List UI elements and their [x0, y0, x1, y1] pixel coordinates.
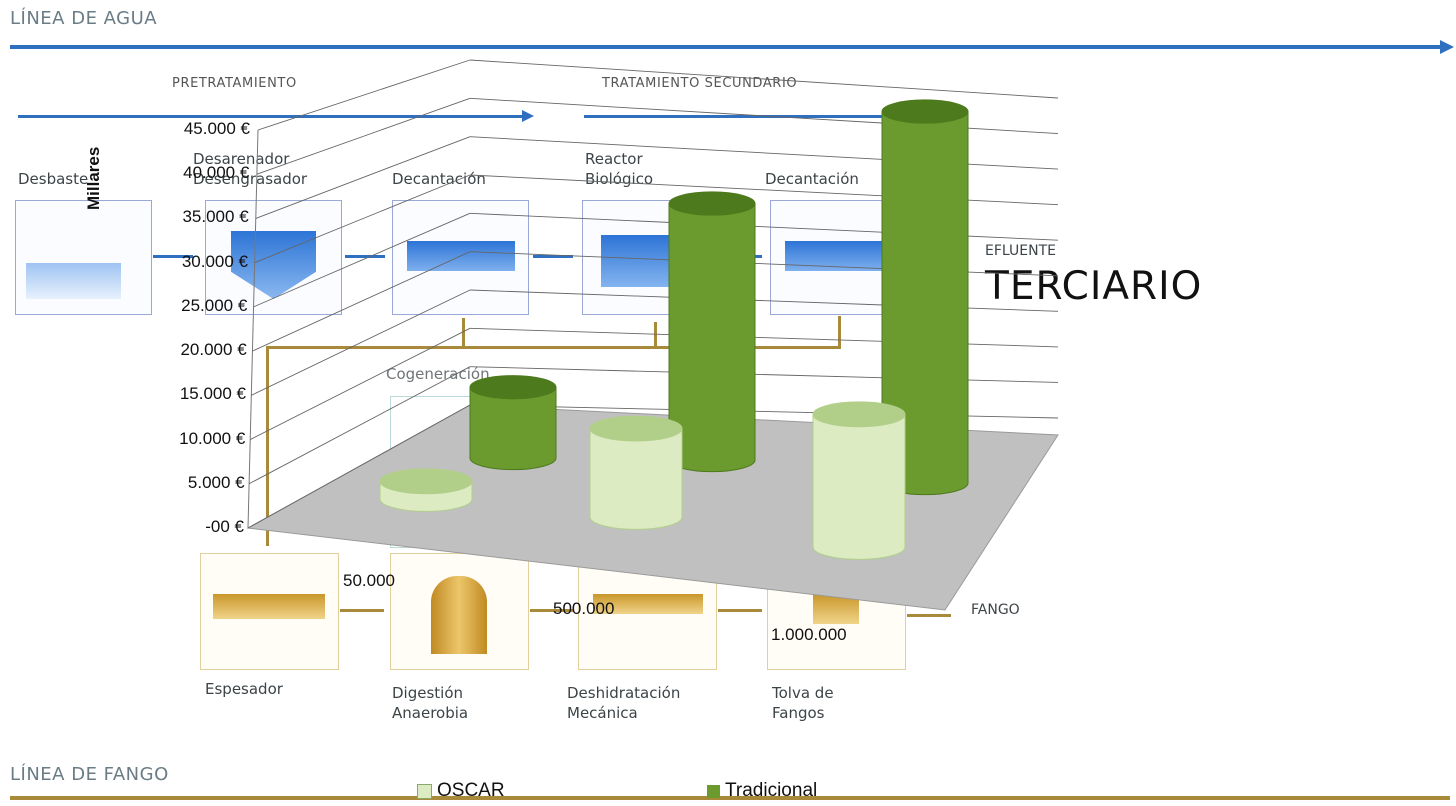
x-tick-label: 500.000	[553, 599, 615, 618]
gridline-back	[469, 59, 1059, 99]
espesador-box	[200, 553, 339, 670]
bar-oscar-2-top	[812, 401, 906, 428]
mecanica-label: Mecánica	[567, 704, 638, 722]
y-axis-title-wrap: Millares	[84, 147, 124, 210]
gridline-side	[257, 59, 471, 131]
bar-oscar-2	[812, 401, 906, 560]
pretratamiento-arrowhead	[522, 110, 534, 122]
gridline-side	[254, 174, 471, 264]
gridline-back	[469, 136, 1059, 170]
y-tick-label: 15.000 €	[179, 384, 246, 404]
gridline-back	[469, 327, 1059, 348]
reactor-label: Reactor	[585, 150, 643, 168]
efluente-label: EFLUENTE	[985, 243, 1056, 259]
y-tick-label: 40.000 €	[183, 163, 250, 183]
bar-tradicional-2	[881, 99, 969, 496]
terciario-label: TERCIARIO	[985, 264, 1203, 309]
y-tick-label: 35.000 €	[182, 207, 249, 227]
tratamiento-secundario-label: TRATAMIENTO SECUNDARIO	[602, 76, 798, 91]
digestion-box	[390, 553, 529, 670]
gridline-side	[247, 404, 471, 529]
bar-oscar-1-body	[589, 428, 683, 530]
secundario-arrow	[584, 115, 894, 118]
digestion-label: Digestión	[392, 684, 464, 702]
gridline-side	[248, 366, 471, 485]
legend-item-oscar: OSCAR	[417, 780, 505, 802]
tolva-label: Tolva de	[772, 684, 834, 702]
bar-oscar-1-top	[589, 415, 683, 442]
bar-oscar-2-body	[812, 413, 906, 560]
gridline-back	[469, 212, 1059, 241]
gridline-side	[252, 251, 471, 352]
decantacion-box	[392, 200, 529, 315]
gridline-back	[469, 289, 1059, 312]
gridline-back	[469, 251, 1059, 277]
desarenador-box	[205, 200, 342, 315]
bar-tradicional-0-top	[469, 375, 557, 400]
legend-swatch-tradicional	[707, 784, 720, 798]
y-tick-label: 20.000 €	[180, 340, 247, 360]
linea-fango-title: LÍNEA DE FANGO	[10, 764, 169, 785]
pretratamiento-arrow	[18, 115, 528, 118]
water-line-arrow	[10, 45, 1450, 49]
desbaste-box	[15, 200, 152, 315]
sludge-vertical-line	[266, 346, 269, 546]
bar-oscar-0-top	[379, 468, 473, 495]
legend-item-tradicional: Tradicional	[707, 780, 817, 802]
linea-agua-title: LÍNEA DE AGUA	[10, 8, 158, 29]
y-axis-line	[247, 129, 259, 529]
sludge-line-arrow	[10, 796, 1450, 800]
y-tick-label: -00 €	[205, 517, 244, 536]
water-line-arrowhead	[1440, 40, 1454, 54]
pretratamiento-label: PRETRATAMIENTO	[172, 76, 297, 91]
gridline-side	[253, 212, 471, 308]
anaerobia-label: Anaerobia	[392, 704, 469, 722]
desengrasador-label: Desengrasador	[193, 170, 308, 188]
gridline-back	[469, 174, 1059, 206]
gridline-side	[250, 327, 471, 440]
y-tick-label: 30.000 €	[181, 251, 248, 271]
y-tick-label: 45.000 €	[183, 119, 250, 138]
gridline-side	[256, 97, 471, 175]
bar-tradicional-1	[668, 191, 756, 473]
fango-label: FANGO	[971, 602, 1020, 618]
y-tick-label: 10.000 €	[179, 428, 246, 448]
gridline-back	[469, 366, 1059, 383]
deshidratacion-label: Deshidratación	[567, 684, 681, 702]
legend-label-oscar: OSCAR	[437, 780, 505, 801]
bar-tradicional-2-top	[881, 99, 969, 124]
gridline-back	[469, 97, 1059, 135]
y-axis-title: Millares	[84, 146, 103, 210]
y-tick-label: 25.000 €	[181, 295, 248, 315]
gridline-side	[251, 289, 471, 396]
decantacion-secundaria-label: Decantación	[765, 170, 859, 188]
bar-tradicional-0-body	[469, 386, 557, 471]
desbaste-label: Desbaste	[18, 170, 89, 188]
legend-label-tradicional: Tradicional	[725, 780, 818, 801]
y-tick-label: 5.000 €	[187, 472, 245, 492]
bar-oscar-1	[589, 415, 683, 530]
x-tick-label: 50.000	[343, 571, 395, 590]
bar-tradicional-1-top	[668, 191, 756, 216]
gridline-side	[255, 136, 471, 219]
legend-swatch-oscar	[417, 783, 432, 799]
x-tick-label: 1.000.000	[771, 625, 847, 644]
decantacion-label: Decantación	[392, 170, 486, 188]
espesador-label: Espesador	[205, 680, 283, 698]
fangos-label: Fangos	[772, 704, 825, 722]
bars-layer	[379, 99, 969, 560]
bar-tradicional-0	[469, 375, 557, 471]
sludge-return-line	[266, 346, 841, 349]
desarenador-label: Desarenador	[193, 150, 290, 168]
bar-oscar-0	[379, 468, 473, 512]
